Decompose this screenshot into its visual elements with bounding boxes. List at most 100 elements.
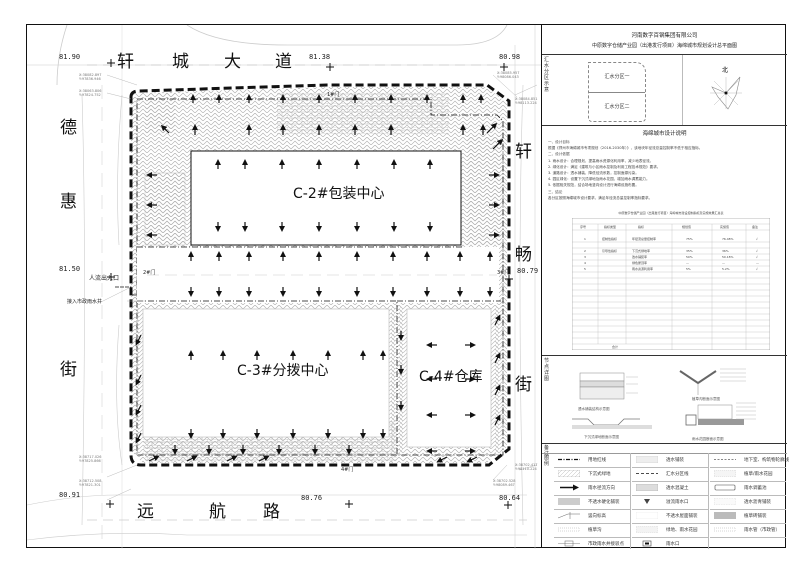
cell: 50% — [686, 255, 693, 259]
indicator-table-grid — [572, 218, 770, 350]
coord-label: X:38702.417 Y:98110.224 — [515, 463, 538, 471]
legend-item: 植草砖铺装 — [710, 509, 786, 524]
elevation-nw: 81.90 — [59, 53, 81, 61]
legend-label: 植草砖铺装 — [744, 514, 767, 519]
building-c3-label: C-3#分拨中心 — [237, 363, 329, 379]
cell: 雨水资源利用率 — [632, 267, 654, 271]
cell: 控制性指标 — [602, 237, 618, 241]
legend-item: 不透水硬化铺装 — [554, 495, 630, 510]
header-cell: 实施值 — [720, 225, 730, 229]
legend-item: 雨水口 — [632, 537, 708, 551]
divider — [682, 55, 683, 125]
catchment-1-label: 汇水分区一 — [604, 74, 630, 80]
road-north-char-4: 道 — [275, 52, 292, 72]
site-plan-graphics — [27, 25, 541, 549]
catchment-line-icon — [636, 473, 658, 474]
legend-label: 溢流雨水口 — [666, 500, 689, 505]
building-c2-label: C-2#包装中心 — [293, 186, 385, 202]
road-north-char-3: 大 — [224, 52, 241, 72]
drain-connection-label: 接入市政雨水井 — [67, 299, 103, 305]
legend-item: 雨水管（市政管） — [710, 523, 786, 538]
cell: 76.48% — [722, 237, 734, 241]
info-panel: 河南数字百钢集团有限公司 中原数字仓储产业园（出港发行项目）海绵城市规划设计总平… — [541, 25, 789, 549]
legend-label: 汇水分区线 — [666, 472, 689, 477]
arrow-right-icon — [560, 484, 579, 491]
note-line: 各分区按照海绵城市设计要求，满足年径流总量控制率指标要求。 — [548, 195, 653, 200]
coord-label: X:38085.957 Y:98086.043 — [497, 71, 520, 79]
note-line: 3. 道路设计：透水铺装，降低径流系数，控制面源污染。 — [548, 171, 639, 176]
cell: 35% — [686, 249, 693, 253]
cell: — — [722, 261, 725, 265]
road-south-char-1: 远 — [137, 502, 154, 522]
note-line: 根据《郑州市海绵城市专项规划（2016-2030年）》，该地块年径流总量控制率不… — [548, 146, 703, 151]
sunken-green-icon — [558, 470, 580, 477]
gate-3-label: 3#门 — [497, 270, 510, 276]
elevation-se: 80.64 — [499, 494, 521, 502]
well-connection-icon — [558, 540, 580, 547]
elevation-ne: 80.98 — [499, 53, 521, 61]
coord-label: X:38712.508 Y:97821.301 — [79, 479, 102, 487]
note-line: 5. 依据相关规范，结合场地竖向设计进行海绵设施布置。 — [548, 183, 639, 188]
cell: √ — [756, 267, 758, 271]
legend-label: 不透水屋面铺装 — [666, 514, 698, 519]
cell: √ — [756, 255, 758, 259]
storage-tank-icon — [714, 484, 736, 491]
pedestrian-entry-label: 人流出入口 — [89, 275, 120, 282]
header-cell: 指标 — [638, 225, 645, 229]
elevation-mark-icon — [558, 512, 580, 519]
header-cell: 指标类型 — [604, 225, 617, 229]
notes-section-label: 备注 — [544, 445, 550, 457]
detail-caption: 下沉式绿地断面示意图 — [584, 435, 619, 439]
legend-label: 竖向标高 — [588, 514, 606, 519]
elevation-w: 81.50 — [59, 265, 81, 273]
legend-label: 地下室、构筑物轮廓线 — [744, 458, 789, 463]
coord-label: X:38082.897 Y:97836.946 — [79, 73, 102, 81]
legend-label: 雨水调蓄池 — [744, 486, 767, 491]
detail-caption: 雨水花园断面示意图 — [692, 437, 724, 441]
legend-label: 市政雨水井接驳点 — [588, 542, 624, 547]
legend-label: 透水沥青铺装 — [744, 500, 771, 505]
cell: — — [756, 261, 759, 265]
cell: 1 — [584, 237, 586, 241]
road-north-char-1: 轩 — [117, 52, 134, 72]
legend-item: 汇水分区线 — [632, 467, 708, 482]
drawing-sheet: 轩 城 大 道 远 航 路 德 惠 街 轩 畅 街 81.90 81.38 80… — [26, 24, 789, 549]
note-line: 2. 绿化设计：满足《建筑与小区雨水控制及利用工程技术规范》要求。 — [548, 164, 661, 169]
coord-label: X:38063.806 Y:97824.752 — [79, 89, 102, 97]
legend-item: 市政雨水井接驳点 — [554, 537, 630, 551]
detail-drawings — [572, 368, 756, 429]
elevation-n: 81.38 — [309, 53, 331, 61]
road-west-char-2: 惠 — [60, 192, 77, 212]
grass-garden-icon — [714, 470, 736, 477]
legend-item: 雨水调蓄池 — [710, 481, 786, 496]
note-line: 4. 园区绿化：设置下沉式绿地及雨水花园，增加雨水调蓄能力。 — [548, 177, 650, 182]
road-east-char-2: 畅 — [515, 245, 532, 265]
north-label: 北 — [722, 67, 729, 74]
details-section-label: 节点详图 — [544, 358, 550, 382]
legend-label: 透水混凝土 — [666, 486, 689, 491]
note-line: 二、设计依据 — [548, 152, 570, 157]
cell: 2 — [584, 249, 586, 253]
cell: 年径流总量控制率 — [632, 237, 657, 241]
cell: 5% — [686, 267, 691, 271]
catchment-map: 汇水分区一 汇水分区二 — [588, 62, 646, 122]
cell: 36% — [722, 249, 729, 253]
indicator-table: 中原数字仓储产业园（出港发行项目）海绵城市建设控制指标及实施效果汇总表 — [572, 211, 770, 351]
divider — [630, 453, 631, 549]
legend-item: 竖向标高 — [554, 509, 630, 524]
coord-label: X:38717.026 Y:97825.866 — [79, 455, 102, 463]
legend-label: 植草/雨水花园 — [744, 472, 773, 477]
legend-item: 透水混凝土 — [632, 481, 708, 496]
drawing-title: 中原数字仓储产业园（出港发行项目）海绵城市规划设计总平面图 — [591, 43, 737, 49]
elevation-sw: 80.91 — [59, 491, 81, 499]
legend-section-label: 图例 — [544, 455, 550, 467]
legend-item: 绿地、雨水花园 — [632, 523, 708, 538]
indicator-table-title: 中原数字仓储产业园（出港发行项目）海绵城市建设控制指标及实施效果汇总表 — [618, 211, 724, 215]
green-rain-garden-icon — [636, 526, 658, 533]
gate-2-label: 2#门 — [143, 270, 156, 276]
header-cell: 备注 — [752, 225, 759, 229]
permeable-paving-icon — [636, 456, 658, 463]
detail-caption: 透水铺装结构示意图 — [578, 407, 610, 411]
legend-item: 透水铺装 — [632, 453, 708, 468]
wind-rose-icon — [710, 76, 742, 110]
